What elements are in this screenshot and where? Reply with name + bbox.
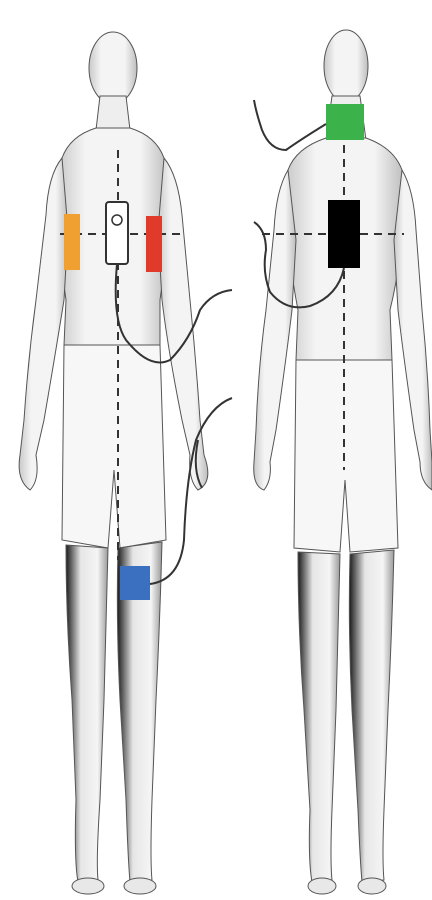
front-neck	[96, 96, 130, 130]
back-arm-left	[254, 170, 296, 490]
back-figure	[254, 30, 432, 894]
back-leg-right	[349, 550, 394, 882]
neck-sensor	[326, 104, 364, 140]
chest-device	[106, 202, 128, 264]
back-leg-left	[298, 552, 340, 882]
back-foot-left	[308, 878, 336, 894]
back-arm-right	[394, 170, 432, 490]
front-figure	[19, 32, 208, 894]
front-leg-right	[66, 545, 108, 882]
back-shorts	[294, 360, 398, 552]
front-arm-left	[158, 158, 208, 490]
back-foot-right	[358, 878, 386, 894]
front-arm-right	[19, 158, 68, 490]
thigh-sensor	[120, 566, 150, 600]
front-shorts	[62, 345, 166, 548]
front-foot-right	[72, 878, 104, 894]
left-arm-sensor	[146, 216, 162, 272]
right-arm-sensor	[64, 214, 80, 270]
back-device	[328, 200, 360, 268]
front-head	[89, 32, 137, 104]
front-foot-left	[124, 878, 156, 894]
back-head	[324, 30, 368, 102]
